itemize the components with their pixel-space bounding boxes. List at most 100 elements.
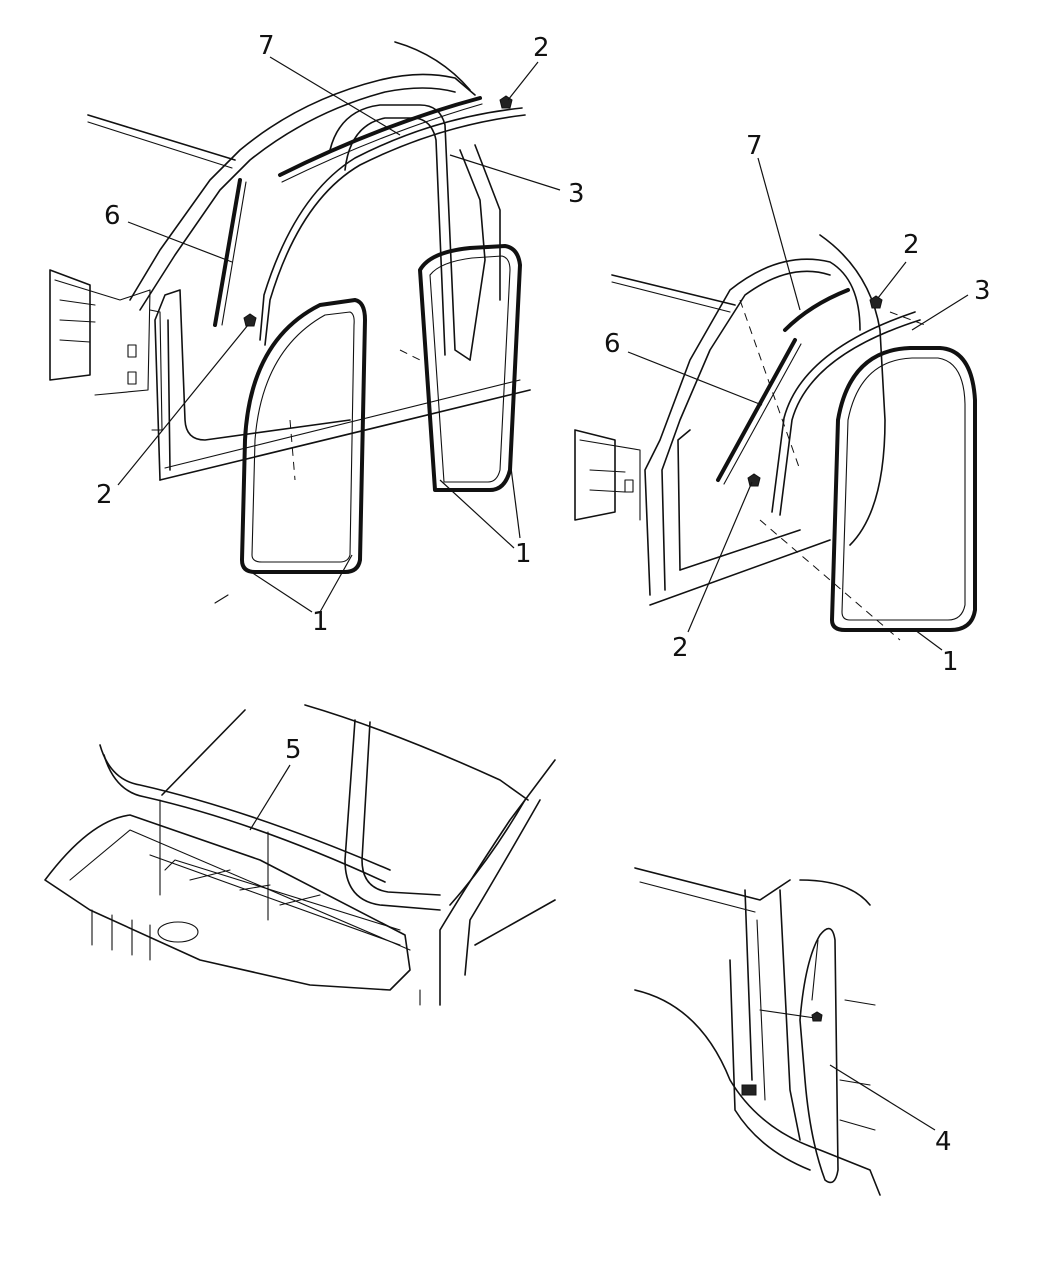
alignment-dashed-line xyxy=(399,349,421,361)
a-pillar-lower xyxy=(729,959,811,1171)
cowl-panel-ridge xyxy=(149,854,401,946)
cowl-hole xyxy=(157,921,199,943)
dash-panel xyxy=(49,269,91,381)
pillar-seal-part-6-edge xyxy=(723,343,802,485)
alignment-dashed-line xyxy=(889,311,926,326)
hinge-pillar xyxy=(149,309,163,431)
body-panel xyxy=(574,429,616,521)
alignment-dashed-line xyxy=(739,299,801,471)
a-pillar xyxy=(439,759,556,1006)
callout-7: 7 xyxy=(258,31,275,61)
a-pillar-outer xyxy=(129,73,476,301)
leader-7 xyxy=(757,157,801,311)
leader-1 xyxy=(439,479,515,549)
header-seal-part-3 xyxy=(264,114,526,346)
leader-7 xyxy=(269,56,401,136)
leader-1 xyxy=(509,459,521,539)
a-pillar-inner xyxy=(139,87,456,311)
cowl-seal-part-5 xyxy=(99,744,391,871)
leader-4 xyxy=(829,1064,936,1131)
rocker-sill-inner xyxy=(164,379,521,469)
body-sill xyxy=(474,899,556,946)
leader-1 xyxy=(914,629,943,651)
header-seal-part-3-edge xyxy=(771,311,916,513)
hinge-bracket xyxy=(127,371,137,385)
leader-1 xyxy=(319,554,353,613)
b-pillar-outer xyxy=(644,258,861,596)
roof-weatherstrip-part-7-edge xyxy=(281,103,483,183)
cowl-panel-ridge xyxy=(69,829,411,951)
leader-2 xyxy=(507,61,539,101)
cowl-support xyxy=(91,909,151,961)
roof-rail-line xyxy=(87,121,233,169)
leader-3 xyxy=(911,294,969,331)
body-detail xyxy=(839,999,876,1131)
callout-1: 1 xyxy=(942,647,959,677)
b-pillar-frame-inner xyxy=(344,117,446,356)
door-seal-part-1-inner xyxy=(841,357,966,621)
clip-part-2 xyxy=(869,295,883,309)
fastener xyxy=(811,1011,823,1022)
callout-2: 2 xyxy=(672,633,689,663)
b-pillar-inner xyxy=(661,270,831,591)
windshield-edge xyxy=(161,709,246,796)
callout-2: 2 xyxy=(533,33,550,63)
alignment-dashed-line xyxy=(759,519,901,641)
leader-2 xyxy=(117,324,249,486)
door-seal-part-1-front-inner xyxy=(251,311,355,563)
a-pillar-inner xyxy=(464,799,541,976)
leader-6 xyxy=(627,351,763,406)
leader-6 xyxy=(127,221,233,263)
install-line xyxy=(759,1009,816,1019)
pillar-seal-part-6 xyxy=(716,338,797,482)
door-frame-lower xyxy=(677,429,691,571)
callout-3: 3 xyxy=(568,179,585,209)
cowl-grille xyxy=(164,859,401,931)
b-pillar-frame xyxy=(329,104,471,361)
rocker-sill-line xyxy=(159,389,531,481)
body-bracket xyxy=(579,439,641,521)
dash-detail xyxy=(59,299,96,343)
view-front-door-opening: 7 2 3 6 2 1 1 xyxy=(49,31,585,637)
header-seal-part-3-edge xyxy=(259,107,523,341)
roof-edge-line xyxy=(394,41,471,91)
c-pillar-line xyxy=(474,144,501,301)
door-frame-sill xyxy=(679,529,801,571)
clip-part-2 xyxy=(243,313,257,327)
door-seal-part-1-front xyxy=(240,298,367,574)
roof-rail-line xyxy=(87,114,236,161)
fender-seal-part-4-edge xyxy=(811,939,819,1001)
view-fender-seal: 4 xyxy=(634,867,952,1196)
fender-arch xyxy=(634,989,881,1196)
roof-edge xyxy=(304,704,529,801)
callout-5: 5 xyxy=(285,735,302,765)
rocker-sill-line xyxy=(649,539,831,606)
roof-weatherstrip-part-7 xyxy=(783,288,850,332)
dash-bracket xyxy=(54,279,151,396)
hinge-pillar xyxy=(744,889,753,1081)
hinge-bracket xyxy=(624,479,634,493)
body-detail xyxy=(589,469,626,493)
callout-3: 3 xyxy=(974,276,991,306)
roof-rail-line xyxy=(611,281,731,313)
callout-4: 4 xyxy=(935,1127,952,1157)
hinge-block xyxy=(741,1084,757,1096)
quarter-outer xyxy=(819,234,886,546)
door-frame-lower xyxy=(154,289,351,481)
callout-2: 2 xyxy=(903,230,920,260)
callout-1: 1 xyxy=(515,539,532,569)
callout-6: 6 xyxy=(604,329,621,359)
pillar-seal-part-6 xyxy=(213,178,242,327)
cowl-panel xyxy=(44,814,411,991)
callout-6: 6 xyxy=(104,201,121,231)
detail-tick xyxy=(214,594,229,604)
leader-2 xyxy=(687,481,753,633)
door-seal-part-1-rear-inner xyxy=(429,255,511,483)
body-top-edge xyxy=(799,879,871,906)
leader-1 xyxy=(247,569,313,613)
clip-part-2 xyxy=(747,473,761,487)
roof-weatherstrip-part-7 xyxy=(278,96,482,177)
hood-edge xyxy=(634,867,791,901)
